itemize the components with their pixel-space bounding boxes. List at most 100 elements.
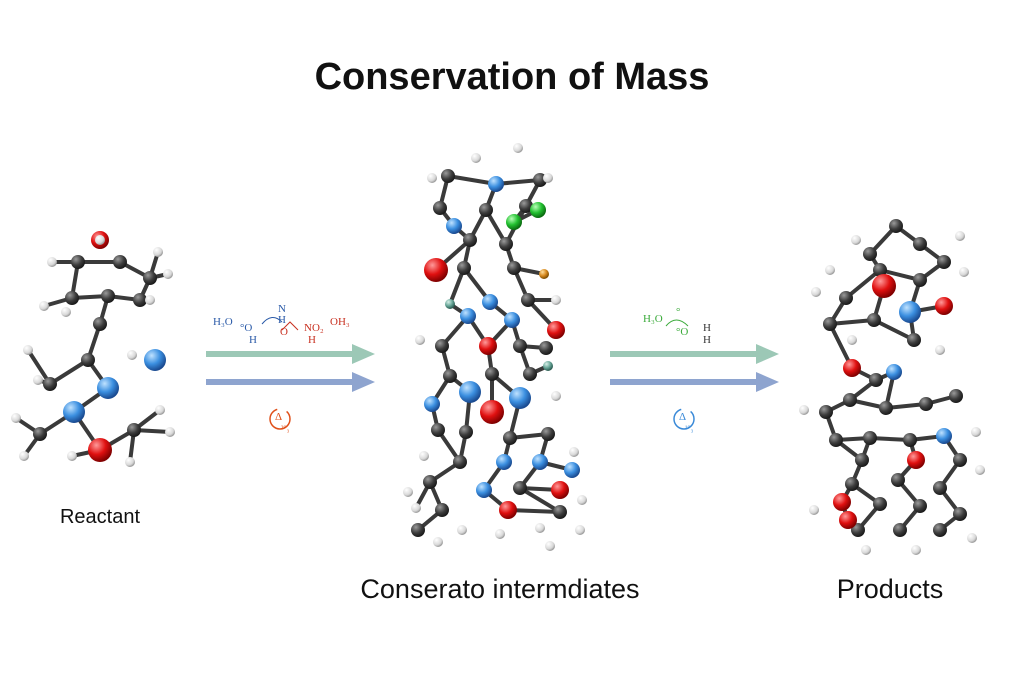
carbon-atom — [521, 293, 535, 307]
carbon-atom — [435, 339, 449, 353]
hydrogen-atom — [935, 345, 945, 355]
carbon-atom — [65, 291, 79, 305]
arrow-2-heat-circle-icon — [673, 408, 695, 430]
arrow-1-formula-h-left: H — [249, 334, 257, 346]
reactant-label: Reactant — [59, 506, 141, 528]
carbon-atom — [411, 523, 425, 537]
carbon-atom — [903, 433, 917, 447]
carbon-atom — [891, 473, 905, 487]
arrow-2-bottom-head — [756, 372, 779, 392]
hydrogen-atom — [127, 350, 137, 360]
carbon-atom — [933, 523, 947, 537]
products-molecule — [799, 219, 985, 555]
hydrogen-atom — [95, 235, 105, 245]
nitrogen-atom — [446, 218, 462, 234]
bond — [828, 318, 876, 326]
carbon-atom — [553, 505, 567, 519]
oxygen-atom — [839, 511, 857, 529]
hydrogen-atom — [577, 495, 587, 505]
arrow-1-heat-circle-icon — [269, 408, 291, 430]
hydrogen-atom — [411, 503, 421, 513]
carbon-atom — [829, 433, 843, 447]
hydrogen-atom — [861, 545, 871, 555]
arrow-2-formula-h-top: H — [703, 322, 711, 334]
arrow-2-formula-h-bottom: H — [703, 334, 711, 346]
carbon-atom — [143, 271, 157, 285]
bond — [446, 174, 498, 186]
carbon-atom — [949, 389, 963, 403]
carbon-atom — [463, 233, 477, 247]
hydrogen-atom — [975, 465, 985, 475]
carbon-atom — [893, 523, 907, 537]
arrow-2-heat-symbol: Δ — [679, 411, 687, 423]
oxygen-atom — [480, 400, 504, 424]
carbon-atom — [851, 523, 865, 537]
diagram-title: Conservation of Mass — [314, 56, 710, 98]
carbon-atom — [539, 341, 553, 355]
carbon-atom — [113, 255, 127, 269]
carbon-atom — [843, 393, 857, 407]
carbon-atom — [423, 475, 437, 489]
chlorine-atom — [506, 214, 522, 230]
carbon-atom — [71, 255, 85, 269]
hydrogen-atom — [551, 295, 561, 305]
arrow-1-formula-no2: NO₂ — [304, 322, 324, 334]
carbon-atom — [913, 499, 927, 513]
carbon-atom — [431, 423, 445, 437]
hydrogen-atom — [543, 173, 553, 183]
reaction-arrow-1 — [206, 317, 375, 430]
oxygen-atom — [872, 274, 896, 298]
arrow-2-top-head — [756, 344, 779, 364]
carbon-atom — [33, 427, 47, 441]
hydrogen-atom — [165, 427, 175, 437]
hydrogen-atom — [495, 529, 505, 539]
carbon-atom — [907, 333, 921, 347]
arrow-1-top-head — [352, 344, 375, 364]
carbon-atom — [933, 481, 947, 495]
hydrogen-atom — [959, 267, 969, 277]
carbon-atom — [873, 497, 887, 511]
hydrogen-atom — [575, 525, 585, 535]
carbon-atom — [127, 423, 141, 437]
products-label: Products — [836, 574, 944, 604]
intermediates-label: Conserato intermdiates — [360, 574, 640, 604]
nitrogen-atom — [424, 396, 440, 412]
carbon-atom — [43, 377, 57, 391]
nitrogen-atom — [509, 387, 531, 409]
hydrogen-atom — [61, 307, 71, 317]
hydrogen-atom — [971, 427, 981, 437]
carbon-atom — [433, 201, 447, 215]
arrow-2-formula-degree: ° — [676, 306, 681, 318]
arrow-1-formula-curve — [261, 317, 283, 325]
carbon-atom — [513, 481, 527, 495]
bond — [48, 358, 90, 386]
orange-atom — [539, 269, 549, 279]
carbon-atom — [93, 317, 107, 331]
hydrogen-atom — [851, 235, 861, 245]
carbon-atom — [869, 373, 883, 387]
carbon-atom — [867, 313, 881, 327]
hydrogen-atom — [825, 265, 835, 275]
carbon-atom — [485, 367, 499, 381]
hydrogen-atom — [427, 173, 437, 183]
bond — [518, 486, 562, 514]
carbon-atom — [523, 367, 537, 381]
carbon-atom — [913, 237, 927, 251]
carbon-atom — [823, 317, 837, 331]
carbon-atom — [453, 455, 467, 469]
hydrogen-atom — [419, 451, 429, 461]
arrow-2-heat-sub: ¹°₃ — [685, 424, 694, 433]
carbon-atom — [519, 199, 533, 213]
hydrogen-atom — [799, 405, 809, 415]
oxygen-atom — [935, 297, 953, 315]
hydrogen-atom — [19, 451, 29, 461]
hydrogen-atom — [471, 153, 481, 163]
hydrogen-atom — [457, 525, 467, 535]
carbon-atom — [889, 219, 903, 233]
carbon-atom — [443, 369, 457, 383]
carbon-atom — [457, 261, 471, 275]
carbon-atom — [435, 503, 449, 517]
oxygen-atom — [88, 438, 112, 462]
arrow-1-formula-o2: O — [280, 326, 288, 338]
hydrogen-atom — [955, 231, 965, 241]
